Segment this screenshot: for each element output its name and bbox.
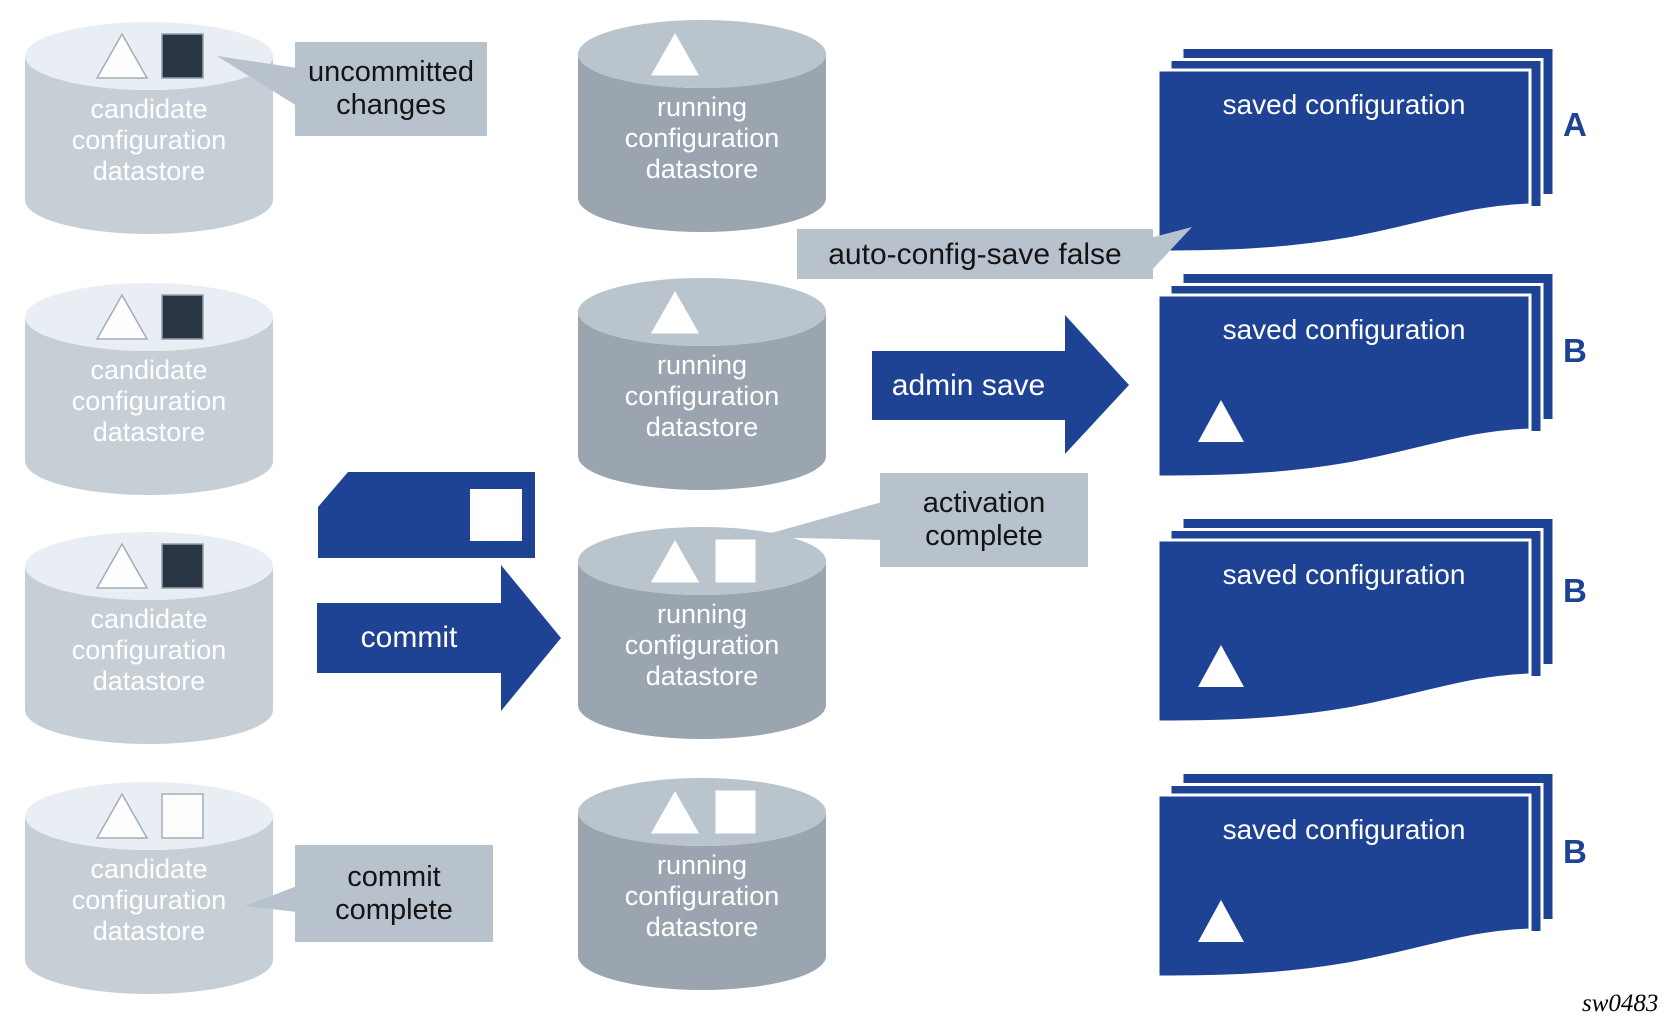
cylinder-shape xyxy=(578,20,826,232)
uncommitted-changes-callout: uncommitted changes xyxy=(295,42,487,136)
triangle-symbol-icon xyxy=(95,542,149,589)
stacked-cards-shape xyxy=(1156,271,1556,479)
activated-square-icon xyxy=(714,538,757,584)
running-datastore-cylinder-2: running configuration datastore xyxy=(578,278,826,490)
saved-configuration-label: saved configuration xyxy=(1222,314,1466,345)
saved-configuration-label: saved configuration xyxy=(1222,559,1466,590)
triangle-symbol-icon xyxy=(1198,645,1244,687)
candidate-datastore-cylinder-2: candidate configuration datastore xyxy=(25,283,273,495)
saved-configuration-label: saved configuration xyxy=(1222,89,1466,120)
running-datastore-cylinder-4: running configuration datastore xyxy=(578,778,826,990)
triangle-symbol-icon xyxy=(95,293,149,340)
commit-complete-callout: commit complete xyxy=(295,845,493,942)
stacked-cards-shape xyxy=(1156,516,1556,724)
cylinder-label: running configuration datastore xyxy=(624,850,780,942)
activated-square-icon xyxy=(714,789,757,835)
triangle-symbol-icon xyxy=(649,788,701,835)
change-square-icon xyxy=(470,489,522,541)
triangle-symbol-icon xyxy=(649,30,701,77)
saved-configuration-label: saved configuration xyxy=(1222,814,1466,845)
triangle-symbol-icon xyxy=(649,288,701,335)
cylinder-shape xyxy=(25,22,273,234)
stack-tag-b2: B xyxy=(1563,572,1587,609)
callout-text: auto-config-save false xyxy=(828,237,1122,271)
stacked-cards-shape xyxy=(1156,771,1556,979)
cylinder-label: candidate configuration datastore xyxy=(71,94,227,186)
uncommitted-change-square-icon xyxy=(161,294,204,340)
committed-square-outline-icon xyxy=(161,793,204,839)
triangle-symbol-icon xyxy=(1198,400,1244,442)
cylinder-label: running configuration datastore xyxy=(624,599,780,691)
triangle-symbol-icon xyxy=(1198,900,1244,942)
commit-arrow-label: commit xyxy=(360,621,458,654)
activation-complete-callout: activation complete xyxy=(880,473,1088,567)
uncommitted-change-square-icon xyxy=(161,543,204,589)
saved-configuration-stack-b2 xyxy=(1156,516,1560,731)
change-transfer-tray xyxy=(318,472,535,558)
cylinder-shape xyxy=(578,778,826,990)
candidate-datastore-cylinder-1: candidate configuration datastore xyxy=(25,22,273,234)
stack-tag-b1: B xyxy=(1563,332,1587,369)
running-datastore-cylinder-1: running configuration datastore xyxy=(578,20,826,232)
cylinder-shape xyxy=(25,782,273,994)
saved-configuration-stack-a xyxy=(1156,46,1560,261)
running-datastore-cylinder-3: running configuration datastore xyxy=(578,527,826,739)
cylinder-label: running configuration datastore xyxy=(624,92,780,184)
triangle-symbol-icon xyxy=(95,32,149,79)
callout-text: commit complete xyxy=(335,860,453,926)
admin-save-arrow-label: admin save xyxy=(891,368,1046,402)
triangle-symbol-icon xyxy=(649,537,701,584)
cylinder-label: candidate configuration datastore xyxy=(71,854,227,946)
cylinder-label: candidate configuration datastore xyxy=(71,604,227,696)
callout-text: activation complete xyxy=(922,487,1046,552)
cylinder-label: candidate configuration datastore xyxy=(71,355,227,447)
stack-tag-a: A xyxy=(1563,106,1587,143)
figure-id: sw0483 xyxy=(1582,990,1659,1017)
candidate-datastore-cylinder-3: candidate configuration datastore xyxy=(25,532,273,744)
cylinder-shape xyxy=(25,532,273,744)
stacked-cards-shape xyxy=(1156,46,1556,254)
triangle-symbol-icon xyxy=(95,792,149,839)
cylinder-shape xyxy=(578,278,826,490)
uncommitted-change-square-icon xyxy=(161,33,204,79)
stack-tag-b3: B xyxy=(1563,833,1587,870)
cylinder-shape xyxy=(25,283,273,495)
saved-configuration-stack-b1 xyxy=(1156,271,1560,486)
auto-config-save-callout: auto-config-save false xyxy=(797,229,1153,279)
candidate-datastore-cylinder-4: candidate configuration datastore xyxy=(25,782,273,994)
saved-configuration-stack-b3 xyxy=(1156,771,1560,986)
cylinder-label: running configuration datastore xyxy=(624,350,780,442)
callout-text: uncommitted changes xyxy=(307,56,474,121)
cylinder-shape xyxy=(578,527,826,739)
